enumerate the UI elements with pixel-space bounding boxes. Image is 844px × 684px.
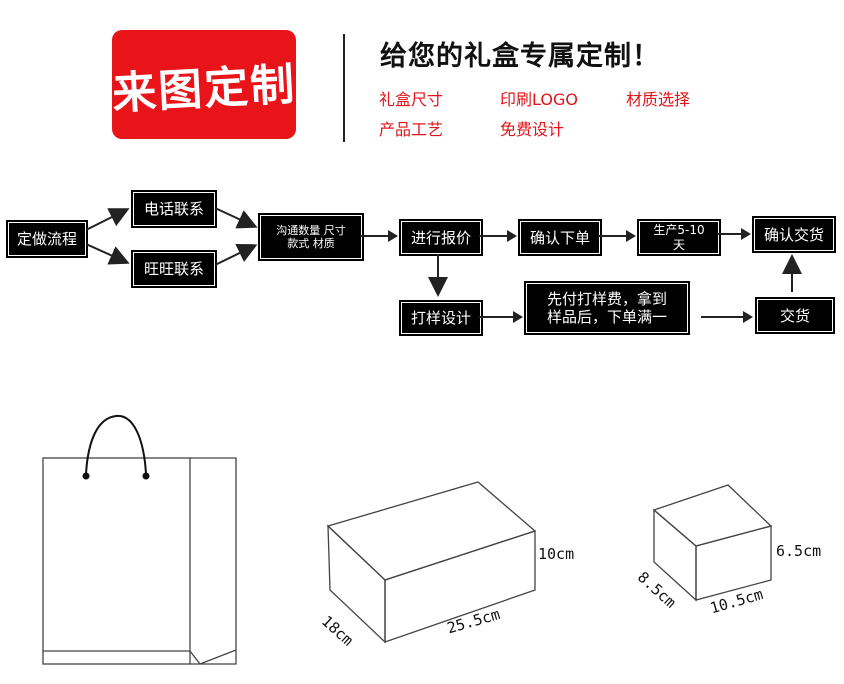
arrow-communicate-to-quote — [360, 230, 398, 242]
flow-phone-contact: 电话联系 — [131, 190, 217, 228]
header-divider — [343, 34, 345, 142]
page-headline: 给您的礼盒专属定制！ — [380, 41, 660, 72]
arrow-wangwang-to-communicate — [214, 244, 258, 266]
logo-badge: 来图定制 — [111, 30, 297, 139]
flow-confirm-order: 确认下单 — [518, 219, 602, 256]
feature-gift-size: 礼盒尺寸 — [379, 90, 444, 109]
flow-sample-design-label: 打样设计 — [410, 309, 471, 327]
feature-free-design: 免费设计 — [500, 120, 565, 139]
arrow-production-to-delivery — [717, 228, 751, 240]
arrow-start-to-phone — [85, 208, 130, 231]
feature-craft: 产品工艺 — [379, 120, 444, 139]
flow-start: 定做流程 — [6, 220, 88, 258]
flow-communicate-line1: 沟通数量 尺寸 — [276, 223, 346, 237]
flow-confirm-delivery-label: 确认交货 — [763, 225, 824, 244]
flow-production-line1: 生产5-10 — [653, 223, 705, 238]
arrow-phone-to-communicate — [214, 207, 258, 229]
flow-sample-note-line2: 样品后，下单满一 — [546, 308, 667, 326]
shopping-bag-drawing — [42, 414, 237, 665]
small-box-drawing — [652, 484, 773, 602]
flow-confirm-delivery: 确认交货 — [752, 216, 836, 253]
large-box-drawing — [326, 481, 537, 644]
flow-communicate-line2: 款式 材质 — [287, 237, 335, 250]
flow-phone-label: 电话联系 — [143, 200, 204, 218]
flow-production-line2: 天 — [672, 237, 685, 252]
arrow-order-to-production — [598, 230, 636, 242]
arrow-note-to-delivery — [701, 311, 753, 323]
flow-quote-label: 进行报价 — [410, 228, 471, 247]
arrow-start-to-wangwang — [85, 243, 130, 265]
flow-start-label: 定做流程 — [16, 230, 77, 248]
arrow-sample-to-note — [479, 311, 523, 323]
arrow-quote-to-order — [479, 230, 517, 242]
flow-quote: 进行报价 — [399, 219, 483, 256]
flow-delivery-label: 交货 — [779, 306, 810, 325]
flow-sample-design: 打样设计 — [399, 300, 483, 336]
flow-production: 生产5-10 天 — [637, 219, 721, 256]
large-box-height-label: 10cm — [538, 545, 575, 563]
flow-sample-note: 先付打样费，拿到 样品后，下单满一 — [524, 281, 690, 335]
flow-wangwang-label: 旺旺联系 — [143, 260, 204, 278]
feature-print-logo: 印刷LOGO — [500, 90, 578, 109]
flow-delivery: 交货 — [755, 297, 835, 334]
flow-sample-note-line1: 先付打样费，拿到 — [546, 290, 667, 308]
flow-wangwang-contact: 旺旺联系 — [131, 250, 217, 288]
feature-material: 材质选择 — [626, 90, 691, 109]
flow-communicate: 沟通数量 尺寸 款式 材质 — [258, 213, 364, 261]
small-box-height-label: 6.5cm — [776, 542, 822, 560]
flow-confirm-order-label: 确认下单 — [529, 228, 590, 247]
